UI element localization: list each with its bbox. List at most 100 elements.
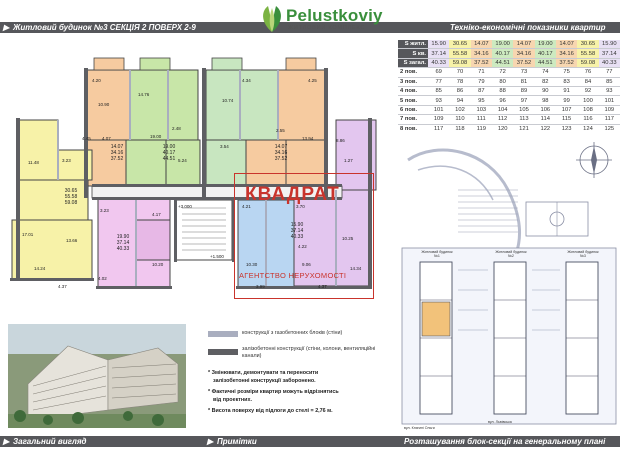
room-label: 3.70 <box>296 204 305 209</box>
table-cell: 107 <box>555 105 578 116</box>
flower-logo-icon <box>263 6 281 32</box>
room-label: 10.20 <box>152 262 164 267</box>
room-label: 4.37 <box>318 284 327 289</box>
table-cell: 77 <box>428 77 450 87</box>
apt-living-area: 19.00 <box>162 144 176 150</box>
table-cell: 87 <box>470 86 492 97</box>
header-arrow-icon: ▶ <box>3 23 10 32</box>
apartment-area-1: 14.07 34.16 37.52 <box>104 144 130 162</box>
table-cell: 112 <box>491 114 514 125</box>
table-cell: 96 <box>491 95 514 106</box>
site-plan-drawing <box>398 130 620 432</box>
apt-total-area: 59.08 <box>64 200 78 206</box>
site-building-label-2: Житловий будинок №2 <box>495 250 527 258</box>
table-cell: 108 <box>577 105 599 116</box>
table-cell: 76 <box>577 67 599 78</box>
legend-swatch-light <box>208 331 238 337</box>
table-cell: 102 <box>449 105 471 116</box>
row-label: 7 пов. <box>398 114 428 125</box>
table-cell: 111 <box>470 114 492 125</box>
room-label: 1.27 <box>344 158 353 163</box>
room-label: 10.90 <box>98 102 110 107</box>
elevation-label: +3.000 <box>178 204 192 209</box>
room-label: 4.21 <box>242 204 251 209</box>
table-cell: 44.51 <box>491 58 514 69</box>
apt-flat-area: 55.58 <box>64 194 78 200</box>
table-cell: 99 <box>555 95 578 106</box>
table-cell: 73 <box>513 67 535 78</box>
table-cell: 106 <box>534 105 556 116</box>
room-label: 8.86 <box>336 138 345 143</box>
room-label: 14.24 <box>34 266 46 271</box>
tech-title: Техніко-економічні показники квартир <box>450 23 606 32</box>
note-line: залізобетонні конструкції заборонено. <box>213 378 316 384</box>
room-label: 4.25 <box>308 78 317 83</box>
room-label: 2.48 <box>172 126 181 131</box>
table-cell: 88 <box>491 86 514 97</box>
plan-title: Житловий будинок №3 СЕКЦІЯ 2 ПОВЕРХ 2-9 <box>13 23 196 32</box>
elevation-label: +1.500 <box>210 254 224 259</box>
apt-living-area: 15.90 <box>290 222 304 228</box>
apartment-area-6: 15.90 37.14 40.33 <box>284 222 310 240</box>
table-cell: 69 <box>428 67 450 78</box>
watermark-subtitle: АГЕНТСТВО НЕРУХОМОСТІ <box>239 271 347 280</box>
footer-general-view: Загальний вигляд <box>13 437 87 446</box>
room-label: 4.02 <box>98 276 107 281</box>
row-label: S житл. <box>398 40 428 50</box>
table-cell: 55.58 <box>577 48 599 59</box>
room-label: 10.74 <box>222 98 234 103</box>
room-label: 3.54 <box>220 144 229 149</box>
room-label: 3.99 <box>256 284 265 289</box>
watermark-brand: КВАДРАТ <box>245 184 340 205</box>
table-cell: 84 <box>577 77 599 87</box>
table-cell: 85 <box>598 77 620 87</box>
site-building-label-1: Житловий будинок №1 <box>421 250 453 258</box>
room-label: 13.66 <box>66 238 78 243</box>
apt-flat-area: 37.14 <box>290 228 304 234</box>
table-cell: 71 <box>470 67 492 78</box>
apt-flat-area: 37.14 <box>116 240 130 246</box>
apartment-area-5: 19.90 37.14 40.33 <box>110 234 136 252</box>
table-cell: 95 <box>470 95 492 106</box>
legend-text: конструкції з газобетонних блоків (стіни… <box>242 330 343 336</box>
room-label: 3.23 <box>62 158 71 163</box>
table-cell: 74 <box>534 67 556 78</box>
table-cell: 117 <box>598 114 620 125</box>
room-label: 4.07 <box>102 136 111 141</box>
table-cell: 14.07 <box>470 40 492 50</box>
building-render-image <box>8 324 186 428</box>
table-cell: 37.52 <box>513 58 535 69</box>
table-cell: 40.17 <box>534 48 556 59</box>
table-cell: 75 <box>555 67 578 78</box>
table-cell: 104 <box>491 105 514 116</box>
table-cell: 94 <box>449 95 471 106</box>
floor-plan-drawing <box>10 57 377 289</box>
table-cell: 34.16 <box>470 48 492 59</box>
header-bar: ▶ Житловий будинок №3 СЕКЦІЯ 2 ПОВЕРХ 2-… <box>0 22 620 33</box>
apt-flat-area: 34.16 <box>110 150 124 156</box>
row-label: 6 пов. <box>398 105 428 116</box>
table-cell: 115 <box>555 114 578 125</box>
room-label: 4.45 <box>82 136 91 141</box>
floor-plan: 14.07 34.16 37.52 19.00 40.17 44.51 14.0… <box>6 40 390 302</box>
table-cell: 14.07 <box>513 40 535 50</box>
room-label: 4.34 <box>242 78 251 83</box>
apt-total-area: 44.51 <box>162 156 176 162</box>
table-cell: 72 <box>491 67 514 78</box>
site-building-label-3: Житловий будинок №3 <box>567 250 599 258</box>
footer-bar: ▶ Загальний вигляд ▶ Примітки Розташуван… <box>0 436 620 447</box>
table-cell: 101 <box>428 105 450 116</box>
apt-total-area: 37.52 <box>110 156 124 162</box>
row-label: 4 пов. <box>398 86 428 97</box>
apt-flat-area: 34.16 <box>274 150 288 156</box>
row-label: 3 пов. <box>398 77 428 87</box>
table-cell: 44.51 <box>534 58 556 69</box>
apt-living-area: 30.65 <box>64 188 78 194</box>
room-label: 10.25 <box>342 236 354 241</box>
room-label: 14.76 <box>138 92 150 97</box>
